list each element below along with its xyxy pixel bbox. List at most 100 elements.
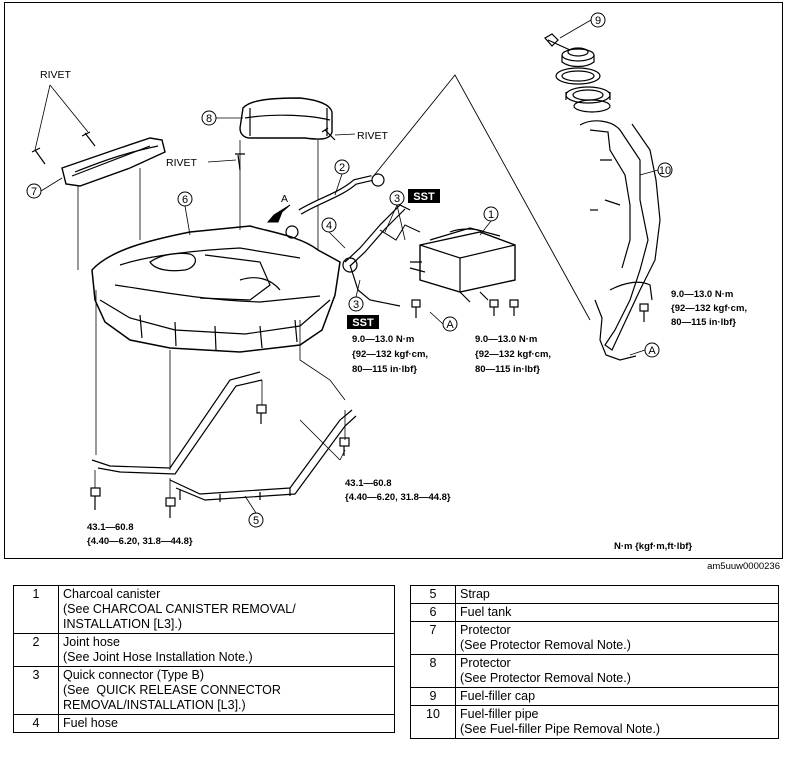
reference-lines bbox=[371, 74, 591, 321]
callout-4: 4 bbox=[326, 220, 332, 232]
charcoal-canister bbox=[409, 227, 516, 303]
legend-text: Fuel tank bbox=[460, 605, 512, 619]
legend-row: 4 Fuel hose bbox=[13, 714, 395, 733]
rivet-label-mid: RIVET bbox=[166, 157, 198, 169]
legend-number: 7 bbox=[410, 621, 456, 655]
legend-number: 6 bbox=[410, 603, 456, 622]
legend-row: 8 Protector (See Protector Removal Note.… bbox=[410, 654, 779, 688]
sst-badge-bottom bbox=[347, 315, 379, 329]
legend-number: 9 bbox=[410, 687, 456, 706]
torque-5-line-1: 43.1—60.8 bbox=[345, 478, 391, 489]
legend-text: Strap bbox=[460, 587, 490, 601]
ref-a-1: A bbox=[446, 319, 454, 331]
legend-text: Fuel hose bbox=[63, 716, 118, 730]
legend-text: INSTALLATION [L3].) bbox=[63, 617, 183, 631]
legend-number: 2 bbox=[13, 633, 59, 667]
torque-3-line-2: {92—132 kgf·cm, bbox=[671, 303, 747, 314]
legend-description: Fuel-filler pipe (See Fuel-filler Pipe R… bbox=[455, 705, 779, 739]
sst-badge-top bbox=[408, 189, 440, 203]
rivet-label-right: RIVET bbox=[357, 130, 389, 142]
torque-spec-filler: 9.0—13.0 N·m {92—132 kgf·cm, 80—115 in·l… bbox=[671, 289, 747, 328]
legend-text: (See Protector Removal Note.) bbox=[460, 671, 631, 685]
legend-number: 5 bbox=[410, 585, 456, 604]
torque-3-line-3: 80—115 in·lbf} bbox=[671, 317, 736, 328]
legend-number: 8 bbox=[410, 654, 456, 688]
torque-spec-canister-right: 9.0—13.0 N·m {92—132 kgf·cm, 80—115 in·l… bbox=[475, 334, 551, 375]
legend-description: Protector (See Protector Removal Note.) bbox=[455, 621, 779, 655]
torque-1-line-3: 80—115 in·lbf} bbox=[352, 364, 417, 375]
legend-text: Protector bbox=[460, 656, 511, 670]
torque-2-line-3: 80—115 in·lbf} bbox=[475, 364, 540, 375]
torque-spec-strap-right: 43.1—60.8 {4.40—6.20, 31.8—44.8} bbox=[345, 478, 451, 503]
torque-1-line-1: 9.0—13.0 N·m bbox=[352, 334, 414, 345]
view-arrow-a: A bbox=[266, 193, 291, 223]
legend-description: Protector (See Protector Removal Note.) bbox=[455, 654, 779, 688]
callout-5: 5 bbox=[253, 515, 259, 527]
legend-description: Joint hose (See Joint Hose Installation … bbox=[58, 633, 395, 667]
torque-1-line-2: {92—132 kgf·cm, bbox=[352, 349, 428, 360]
guide-lines bbox=[77, 140, 346, 498]
callout-6: 6 bbox=[182, 194, 188, 206]
legend-description: Quick connector (Type B) (See QUICK RELE… bbox=[58, 666, 395, 715]
fuel-filler-cap bbox=[544, 33, 595, 68]
callout-1: 1 bbox=[488, 209, 494, 221]
callout-2: 2 bbox=[339, 162, 345, 174]
protector-7 bbox=[61, 137, 166, 187]
legend-row: 6 Fuel tank bbox=[410, 603, 779, 622]
torque-2-line-2: {92—132 kgf·cm, bbox=[475, 349, 551, 360]
units-note: N·m {kgf·m,ft·lbf} bbox=[614, 541, 692, 552]
legend-description: Strap bbox=[455, 585, 779, 604]
torque-2-line-1: 9.0—13.0 N·m bbox=[475, 334, 537, 345]
legend-number: 10 bbox=[410, 705, 456, 739]
torque-spec-canister-left: 9.0—13.0 N·m {92—132 kgf·cm, 80—115 in·l… bbox=[352, 334, 428, 375]
callout-8: 8 bbox=[206, 113, 212, 125]
legend-description: Fuel hose bbox=[58, 714, 395, 733]
protector-8 bbox=[239, 97, 333, 140]
legend-text: Fuel-filler cap bbox=[460, 689, 536, 703]
parts-legend-right: 5 Strap 6 Fuel tank 7 Protector (See Pro… bbox=[410, 585, 779, 739]
diagram-frame bbox=[4, 2, 783, 559]
exploded-view-diagram: A 1 2 3 3 4 5 6 7 8 9 10 A A bbox=[26, 12, 747, 552]
legend-row: 2 Joint hose (See Joint Hose Installatio… bbox=[13, 633, 395, 667]
seal-rings bbox=[555, 67, 611, 113]
legend-row: 5 Strap bbox=[410, 585, 779, 604]
arrow-a-label: A bbox=[281, 193, 288, 205]
legend-number: 1 bbox=[13, 585, 59, 634]
legend-description: Fuel-filler cap bbox=[455, 687, 779, 706]
legend-text: Joint hose bbox=[63, 635, 120, 649]
legend-number: 3 bbox=[13, 666, 59, 715]
callout-3b: 3 bbox=[353, 299, 359, 311]
bolt-icons bbox=[90, 299, 649, 518]
callout-circle-5 bbox=[248, 512, 264, 528]
fuel-hose bbox=[342, 204, 411, 307]
fuel-filler-pipe bbox=[579, 120, 661, 361]
legend-text: (See CHARCOAL CANISTER REMOVAL/ bbox=[63, 602, 296, 616]
torque-spec-strap-left: 43.1—60.8 {4.40—6.20, 31.8—44.8} bbox=[87, 522, 193, 547]
legend-description: Fuel tank bbox=[455, 603, 779, 622]
legend-row: 3 Quick connector (Type B) (See QUICK RE… bbox=[13, 666, 395, 715]
legend-text: (See Fuel-filler Pipe Removal Note.) bbox=[460, 722, 661, 736]
ref-a-2: A bbox=[648, 345, 656, 357]
legend-row: 1 Charcoal canister (See CHARCOAL CANIST… bbox=[13, 585, 395, 634]
legend-row: 9 Fuel-filler cap bbox=[410, 687, 779, 706]
callout-9: 9 bbox=[595, 15, 601, 27]
torque-3-line-1: 9.0—13.0 N·m bbox=[671, 289, 733, 300]
strap bbox=[91, 371, 357, 502]
callout-7: 7 bbox=[31, 186, 37, 198]
legend-text: Fuel-filler pipe bbox=[460, 707, 539, 721]
legend-text: Protector bbox=[460, 623, 511, 637]
legend-text: (See Protector Removal Note.) bbox=[460, 638, 631, 652]
callout-10: 10 bbox=[659, 165, 671, 177]
callout-3a: 3 bbox=[394, 193, 400, 205]
legend-row: 10 Fuel-filler pipe (See Fuel-filler Pip… bbox=[410, 705, 779, 739]
torque-4-line-1: 43.1—60.8 bbox=[87, 522, 133, 533]
sst-label-top: SST bbox=[413, 191, 435, 203]
figure-code: am5uuw0000236 bbox=[707, 561, 780, 572]
parts-legend-left: 1 Charcoal canister (See CHARCOAL CANIST… bbox=[13, 585, 395, 733]
legend-text: (See QUICK RELEASE CONNECTOR bbox=[63, 683, 281, 697]
legend-text: Charcoal canister bbox=[63, 587, 161, 601]
torque-5-line-2: {4.40—6.20, 31.8—44.8} bbox=[345, 492, 451, 503]
sst-label-bottom: SST bbox=[352, 317, 374, 329]
legend-text: REMOVAL/INSTALLATION [L3].) bbox=[63, 698, 246, 712]
legend-number: 4 bbox=[13, 714, 59, 733]
